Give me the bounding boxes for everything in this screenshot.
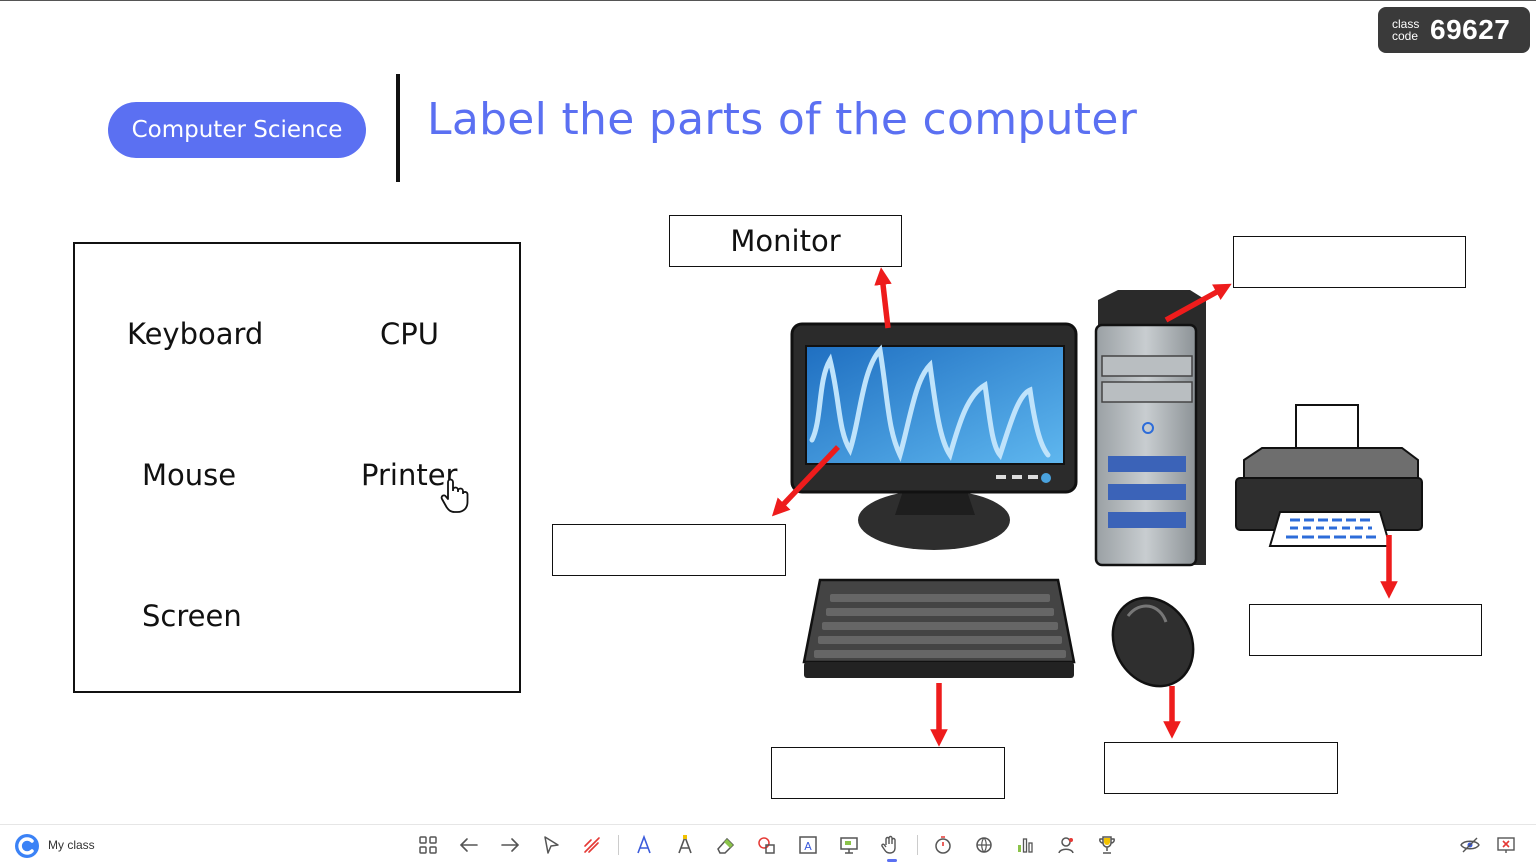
label-box-screen[interactable] <box>552 524 786 576</box>
shapes-icon[interactable] <box>755 833 779 857</box>
monitor-button <box>996 475 1006 479</box>
hide-icon[interactable] <box>1458 833 1482 857</box>
word-cpu[interactable]: CPU <box>380 317 439 351</box>
mouse-button-line <box>1128 606 1166 622</box>
page-title: Label the parts of the computer <box>427 94 1137 145</box>
key-row <box>826 608 1054 616</box>
highlighter-icon[interactable] <box>673 833 697 857</box>
class-code-badge[interactable]: class code 69627 <box>1378 7 1530 53</box>
label-box-monitor[interactable]: Monitor <box>669 215 902 267</box>
label-box-mouse[interactable] <box>1104 742 1338 794</box>
class-code-label-line2: code <box>1392 30 1424 42</box>
header-divider <box>396 74 400 182</box>
printer-paper-in <box>1296 405 1358 453</box>
tower-frame <box>1098 290 1206 565</box>
text-box-icon[interactable]: A <box>796 833 820 857</box>
app-logo-icon[interactable] <box>14 833 40 859</box>
random-picker-icon[interactable] <box>1054 833 1078 857</box>
subject-tag: Computer Science <box>108 102 366 158</box>
label-box-printer[interactable] <box>1249 604 1482 656</box>
class-code-value: 69627 <box>1430 14 1510 46</box>
pointer-icon[interactable] <box>539 833 563 857</box>
class-code-label: class code <box>1392 18 1424 42</box>
key-row <box>814 650 1066 658</box>
key-row <box>818 636 1062 644</box>
exit-presentation-icon[interactable] <box>1494 833 1518 857</box>
keyboard-body <box>804 580 1074 662</box>
poll-chart-icon[interactable] <box>1013 833 1037 857</box>
grid-icon[interactable] <box>416 833 440 857</box>
hand-icon[interactable] <box>878 833 902 857</box>
tower-vent <box>1108 512 1186 528</box>
monitor-button <box>1012 475 1022 479</box>
mouse-body <box>1097 583 1209 701</box>
arrow-cpu <box>1166 288 1224 320</box>
arrow-left-icon[interactable] <box>457 833 481 857</box>
screen-wave <box>812 350 1048 455</box>
timer-icon[interactable] <box>931 833 955 857</box>
toolbar-separator <box>618 835 619 855</box>
word-screen[interactable]: Screen <box>142 599 242 633</box>
power-light <box>1041 473 1051 483</box>
trophy-icon[interactable] <box>1095 833 1119 857</box>
keyboard-illustration <box>804 580 1074 678</box>
word-mouse[interactable]: Mouse <box>142 458 236 492</box>
web-browser-icon[interactable] <box>972 833 996 857</box>
tower-vent <box>1108 456 1186 472</box>
drive-bay <box>1102 382 1192 402</box>
tower-vent <box>1108 484 1186 500</box>
hand-cursor-icon <box>440 478 470 514</box>
svg-text:A: A <box>804 840 812 853</box>
monitor-illustration <box>792 324 1076 550</box>
whiteboard-icon[interactable] <box>837 833 861 857</box>
keyboard-edge <box>804 662 1074 678</box>
monitor-screen <box>806 346 1064 464</box>
laser-pen-icon[interactable] <box>580 833 604 857</box>
label-box-cpu[interactable] <box>1233 236 1466 288</box>
arrow-right-icon[interactable] <box>498 833 522 857</box>
eraser-icon[interactable] <box>714 833 738 857</box>
key-row <box>830 594 1050 602</box>
tower-power-button <box>1143 423 1153 433</box>
key-row <box>822 622 1058 630</box>
drive-bay <box>1102 356 1192 376</box>
printer-top <box>1244 448 1418 480</box>
tower-front <box>1096 325 1196 565</box>
printer-illustration <box>1236 405 1422 546</box>
printer-body <box>1236 478 1422 530</box>
arrow-monitor <box>882 276 888 328</box>
my-class-label[interactable]: My class <box>48 838 95 852</box>
printer-paper-out <box>1270 512 1390 546</box>
active-tool-indicator <box>887 859 897 862</box>
label-box-keyboard[interactable] <box>771 747 1005 799</box>
mouse-illustration <box>1097 583 1209 701</box>
monitor-neck <box>895 485 975 515</box>
monitor-bezel <box>792 324 1076 492</box>
word-bank: Keyboard CPU Mouse Printer Screen <box>73 242 521 693</box>
toolbar-separator <box>917 835 918 855</box>
arrow-screen <box>778 447 838 510</box>
monitor-base <box>858 490 1010 550</box>
cpu-tower-illustration <box>1096 290 1206 565</box>
pen-icon[interactable] <box>632 833 656 857</box>
word-keyboard[interactable]: Keyboard <box>127 317 263 351</box>
top-border <box>0 0 1536 1</box>
monitor-button <box>1028 475 1038 479</box>
bottom-toolbar: My class A <box>0 824 1536 865</box>
